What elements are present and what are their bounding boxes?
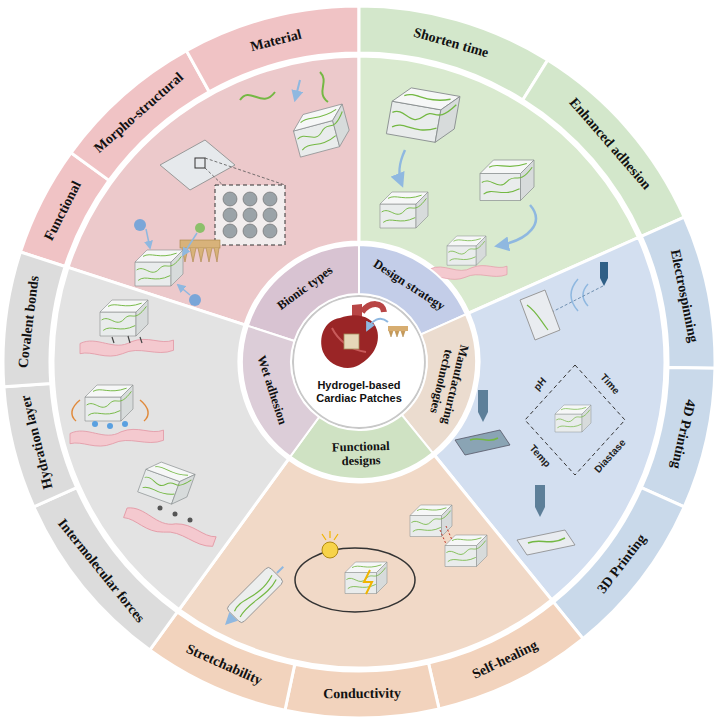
text-holder: Time	[597, 370, 624, 398]
segment-shape	[248, 245, 359, 341]
segment-shape	[429, 602, 584, 709]
center-disc	[293, 296, 425, 428]
segment-shape	[186, 6, 359, 92]
text-holder: Conductivity	[323, 686, 401, 703]
text-holder: Temp	[526, 441, 555, 471]
band-label: Conductivity	[323, 686, 401, 703]
heart-drawing	[321, 304, 408, 368]
segment-shape	[553, 488, 684, 639]
manufacturing-art	[455, 262, 625, 555]
segment-shape	[3, 252, 65, 387]
node-outline	[356, 3, 551, 103]
parameter-label: pH	[530, 374, 550, 395]
segment-shape	[71, 51, 209, 181]
parameter-label: Time	[597, 370, 624, 398]
segment-shape	[242, 326, 319, 457]
segment-shape	[523, 60, 684, 236]
topic-band: Intermolecular forces	[30, 484, 181, 654]
topic-band: 4D Printing	[638, 364, 718, 510]
segment-shape	[285, 663, 439, 718]
topic-band: Enhanced adhesion	[519, 57, 688, 240]
topic-band: Conductivity	[281, 660, 443, 721]
segment-shape	[641, 217, 715, 368]
topic-band: Material	[183, 3, 362, 95]
category-segment: Bionic types	[244, 242, 362, 344]
text-holder: Diastase	[591, 435, 630, 476]
center-title: Hydrogel-based Cardiac Patches	[307, 379, 411, 404]
topic-band: Morpho-structural	[67, 47, 213, 184]
functional-art	[219, 505, 487, 631]
sector-wedges	[53, 56, 665, 668]
topic-band: Hydration layer	[0, 380, 80, 510]
segment-shape	[34, 488, 178, 650]
manufacturing-sector	[435, 238, 665, 600]
text-holder: Functional designs	[314, 438, 409, 469]
category-segment: Wet adhesion	[239, 322, 323, 460]
parameter-label: Diastase	[591, 435, 630, 476]
segment-shape	[4, 384, 77, 507]
topic-band: Electrospinning	[638, 214, 718, 372]
topic-band: Shorten time	[356, 3, 551, 103]
text-holder: pH	[530, 374, 550, 395]
adhesion-art	[70, 300, 216, 552]
node-outline	[239, 322, 323, 460]
category-label: Functional designs	[314, 438, 409, 469]
segment-shape	[641, 367, 715, 506]
topic-band: 3D Printing	[550, 484, 688, 642]
design-art	[380, 85, 536, 279]
parameter-label: Temp	[526, 441, 555, 471]
segment-shape	[150, 612, 295, 710]
segment-shape	[359, 6, 548, 100]
topic-band: Self-healing	[425, 599, 587, 712]
text-holder: Hydrogel-based Cardiac Patches	[307, 379, 411, 404]
topic-band: Covalent bonds	[0, 248, 69, 390]
